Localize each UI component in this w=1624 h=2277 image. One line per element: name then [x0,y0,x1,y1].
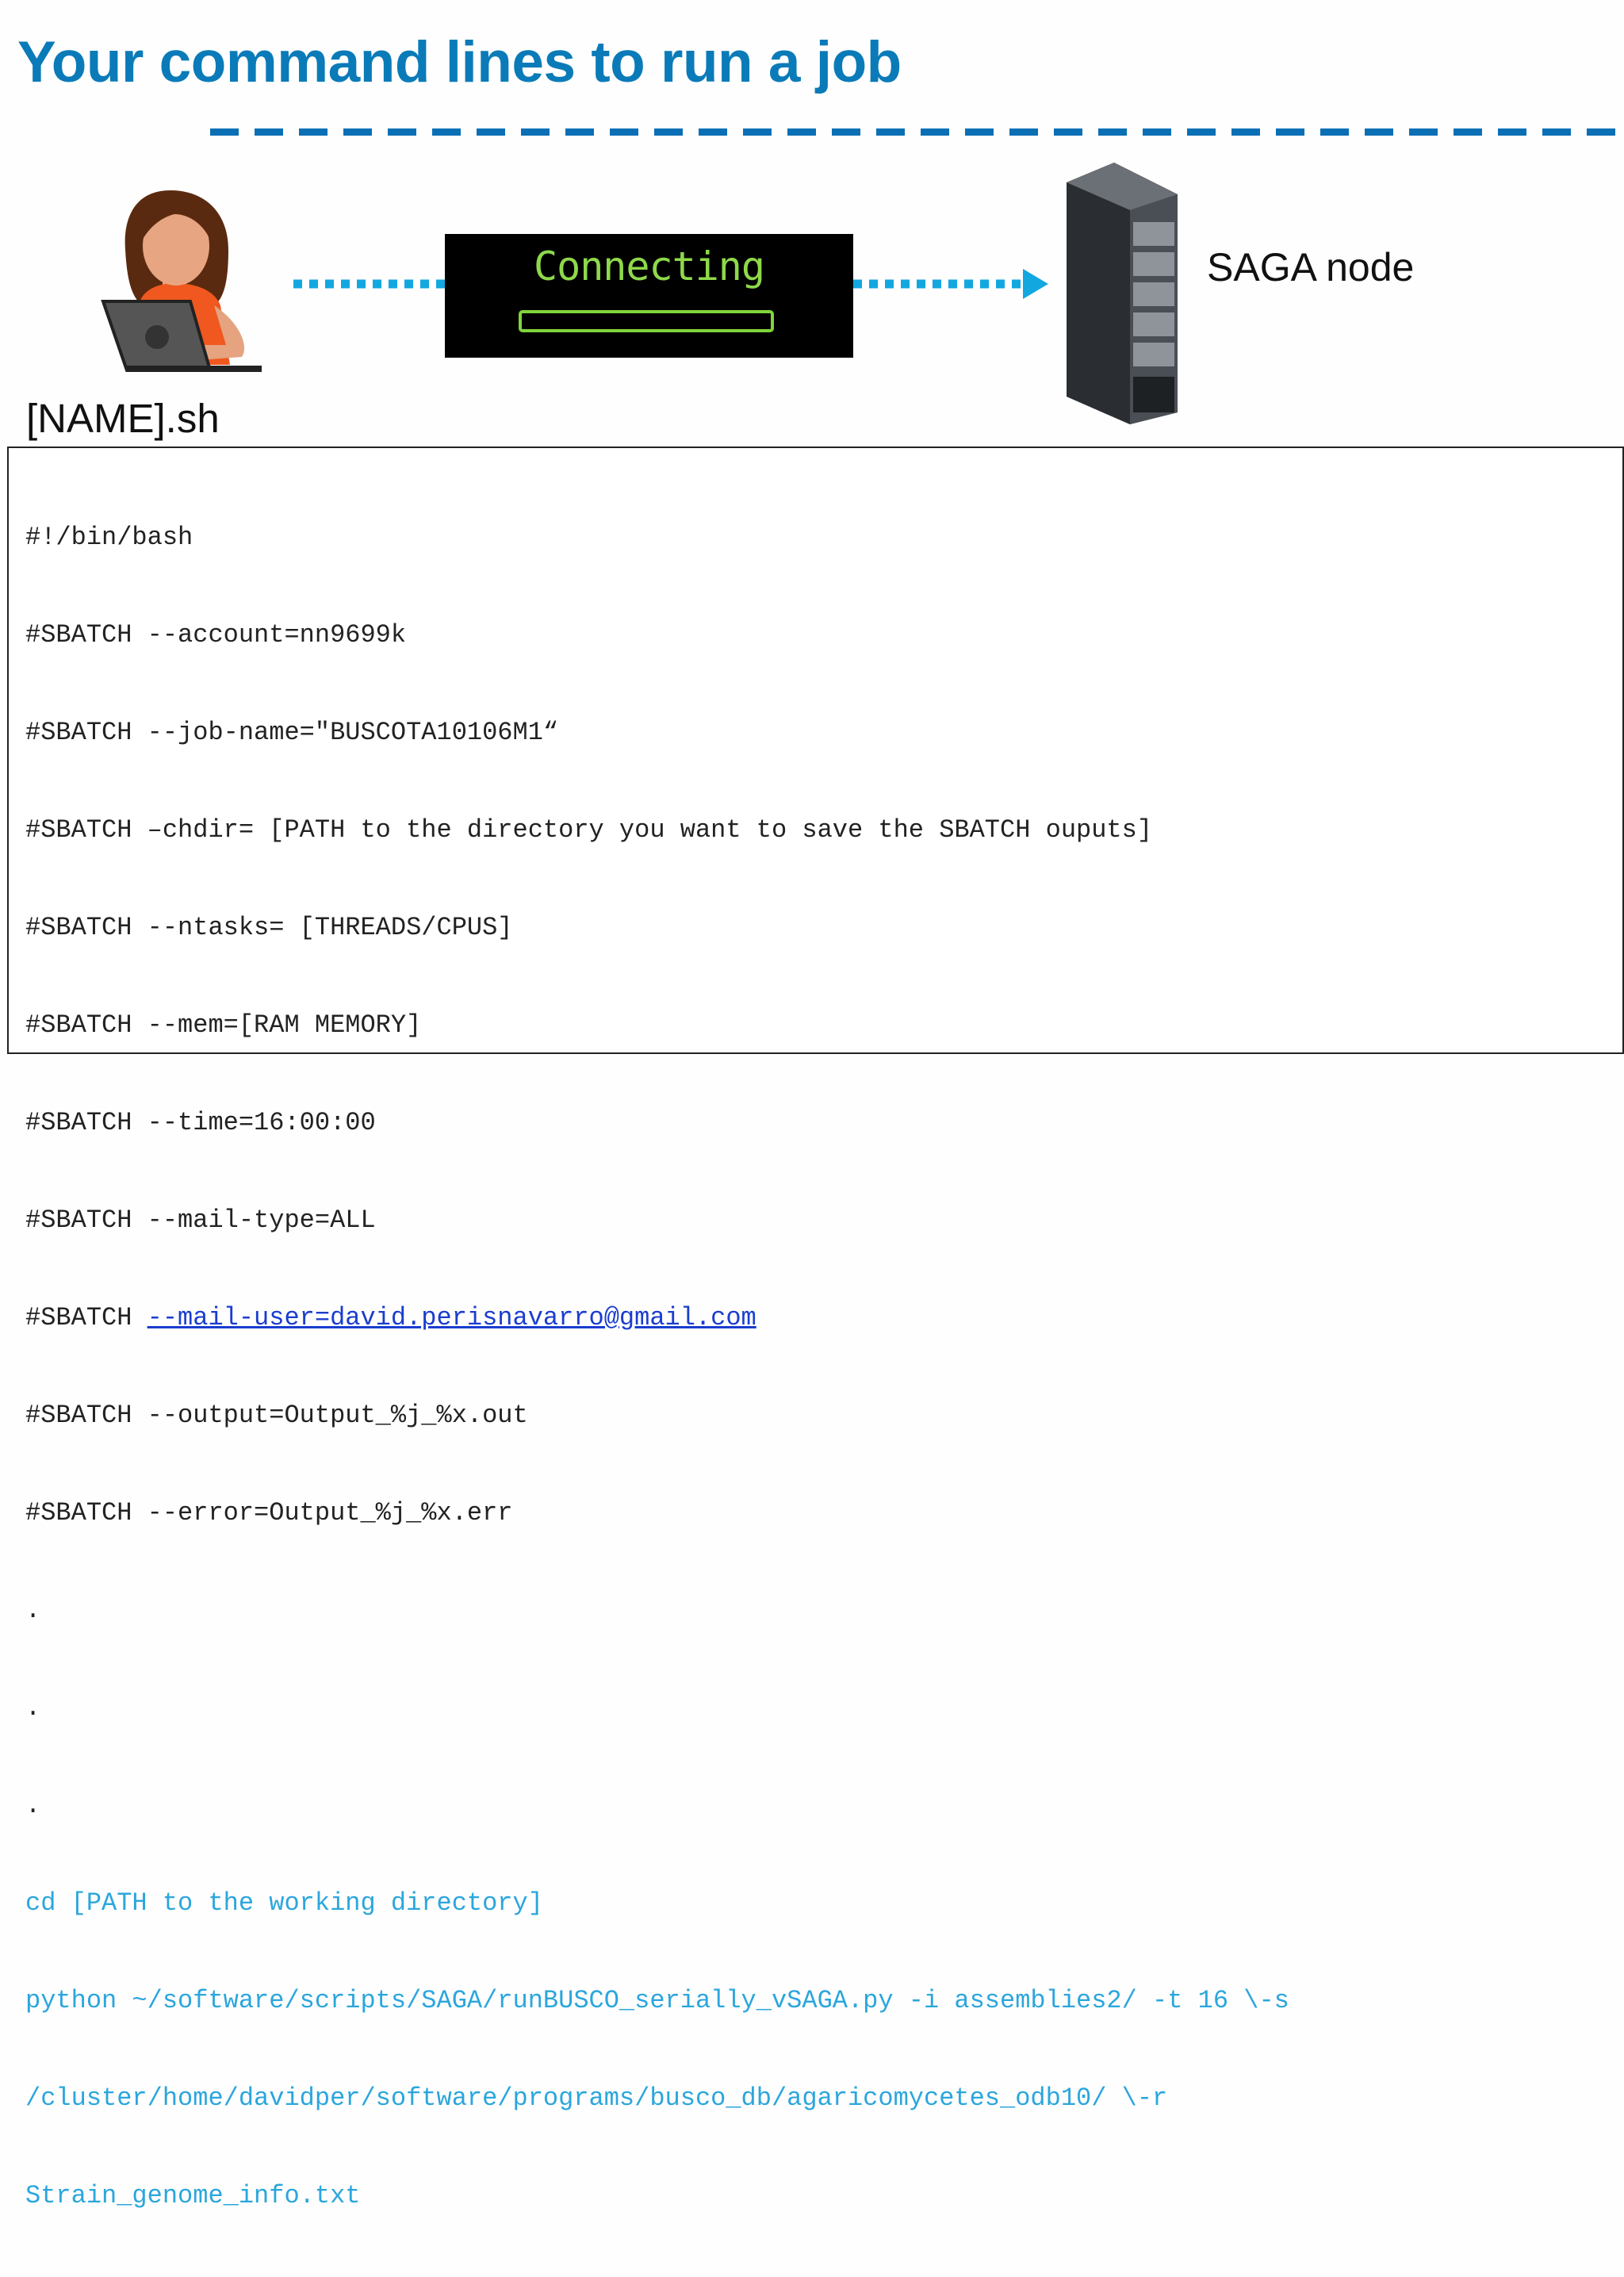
script-box: #!/bin/bash #SBATCH --account=nn9699k #S… [7,447,1624,2210]
command-line: cd [PATH to the working directory] [25,1888,543,1918]
code-line: #SBATCH --time=16:00:00 [25,1108,376,1137]
script-code: #!/bin/bash #SBATCH --account=nn9699k #S… [25,456,1289,2277]
connecting-panel: Connecting [445,234,853,358]
command-line: /cluster/home/davidper/software/programs… [25,2083,1168,2113]
connecting-text: Connecting [533,243,765,289]
code-line: #SBATCH --job-name="BUSCOTA10106M1“ [25,718,559,747]
code-line: #SBATCH --output=Output_%j_%x.out [25,1401,528,1430]
connection-arrow [293,269,1048,299]
connecting-progress-bar [519,310,774,332]
code-line: #SBATCH --mail-type=ALL [25,1206,376,1235]
code-line: #!/bin/bash [25,523,193,552]
person-with-laptop-icon [101,190,262,372]
server-rack-icon [1067,163,1178,424]
code-line: #SBATCH --ntasks= [THREADS/CPUS] [25,913,513,942]
command-line: python ~/software/scripts/SAGA/runBUSCO_… [25,1986,1289,2015]
mail-prefix: #SBATCH [25,1303,147,1332]
code-line: #SBATCH --mem=[RAM MEMORY] [25,1010,422,1040]
slide-title: Your command lines to run a job [17,30,902,94]
code-line: #SBATCH --error=Output_%j_%x.err [25,1498,513,1528]
code-line: . [25,1693,41,1723]
command-line: Strain_genome_info.txt [25,2181,361,2210]
code-line-mail: #SBATCH --mail-user=david.perisnavarro@g… [25,1301,1289,1334]
dashed-divider [210,128,1624,136]
code-line: #SBATCH –chdir= [PATH to the directory y… [25,815,1153,845]
code-line: . [25,1596,41,1625]
code-line: . [25,1791,41,1820]
server-label: SAGA node [1207,245,1415,289]
mail-user-link[interactable]: --mail-user=david.perisnavarro@gmail.com [147,1303,756,1332]
script-filename: [NAME].sh [26,396,220,441]
code-line: #SBATCH --account=nn9699k [25,620,407,650]
